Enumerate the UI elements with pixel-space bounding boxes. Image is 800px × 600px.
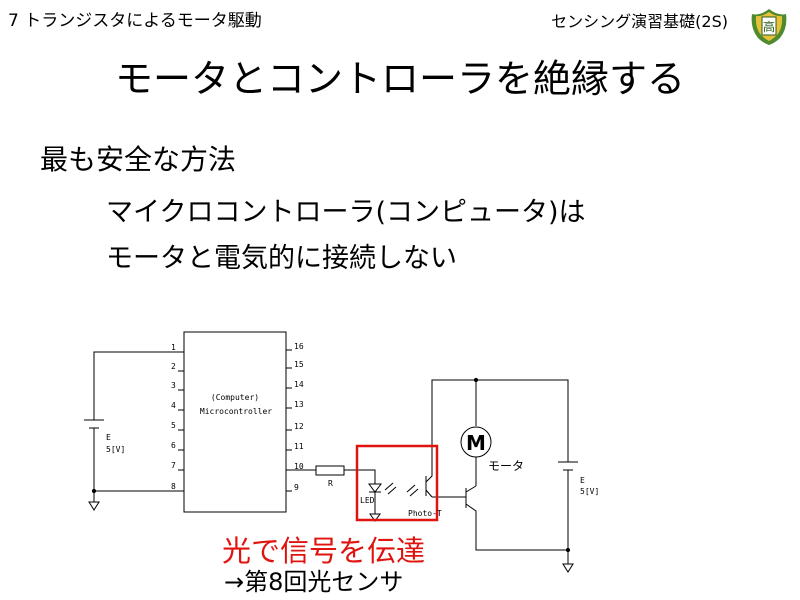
pin-label: 10 <box>294 462 304 471</box>
pin-label: 8 <box>171 482 176 491</box>
slide-title: モータとコントローラを絶縁する <box>114 57 685 101</box>
right-supply-wire <box>476 379 569 462</box>
pin-label: 14 <box>294 380 304 389</box>
chip-label-1: (Computer) <box>211 393 259 402</box>
pin-label: 16 <box>294 342 304 351</box>
pin-label: 15 <box>294 360 304 369</box>
ground-symbol-right <box>562 563 574 573</box>
body-line-2: モータと電気的に接続しない <box>106 243 457 274</box>
phototransistor-symbol <box>425 379 476 483</box>
pin-label: 7 <box>171 461 176 470</box>
pin-label: 4 <box>171 401 176 410</box>
microcontroller-chip <box>183 331 287 513</box>
led-label: LED <box>360 496 375 505</box>
left-supply-wire <box>93 351 178 420</box>
pin-label: 13 <box>294 400 304 409</box>
pin-label: 2 <box>171 362 176 371</box>
pin-label: 9 <box>294 483 299 492</box>
school-crest-icon: 高 <box>751 9 787 45</box>
resistor <box>315 465 345 476</box>
svg-text:高: 高 <box>763 19 775 34</box>
bullet-text: 最も安全な方法 <box>40 143 237 176</box>
pin-label: 5 <box>171 421 176 430</box>
optocoupler-highlight <box>355 444 439 522</box>
highlight-caption: 光で信号を伝達 <box>222 534 426 568</box>
pin-label: 12 <box>294 422 304 431</box>
reference-caption: →第8回光センサ <box>224 568 404 596</box>
resistor-label: R <box>328 479 333 488</box>
battery-left-name: E <box>106 433 111 442</box>
pin-label: 1 <box>171 343 176 352</box>
motor-symbol-label: M <box>466 431 486 455</box>
chip-label-2: Microcontroller <box>200 407 272 416</box>
section-title: 7 トランジスタによるモータ駆動 <box>8 11 262 31</box>
led-symbol <box>368 483 382 493</box>
course-title: センシング演習基礎(2S) <box>551 12 728 31</box>
pin-label: 3 <box>171 381 176 390</box>
motor-label: モータ <box>488 459 524 473</box>
ground-symbol-led <box>369 513 381 522</box>
battery-right-name: E <box>580 476 585 485</box>
battery-right-value: 5[V] <box>580 487 599 496</box>
pin-label: 6 <box>171 441 176 450</box>
body-line-1: マイクロコントローラ(コンピュータ)は <box>106 197 586 228</box>
pin-label: 11 <box>294 442 304 451</box>
battery-left-value: 5[V] <box>106 445 125 454</box>
ground-symbol-left <box>88 501 100 511</box>
phototransistor-label: Photo-T <box>408 509 442 518</box>
